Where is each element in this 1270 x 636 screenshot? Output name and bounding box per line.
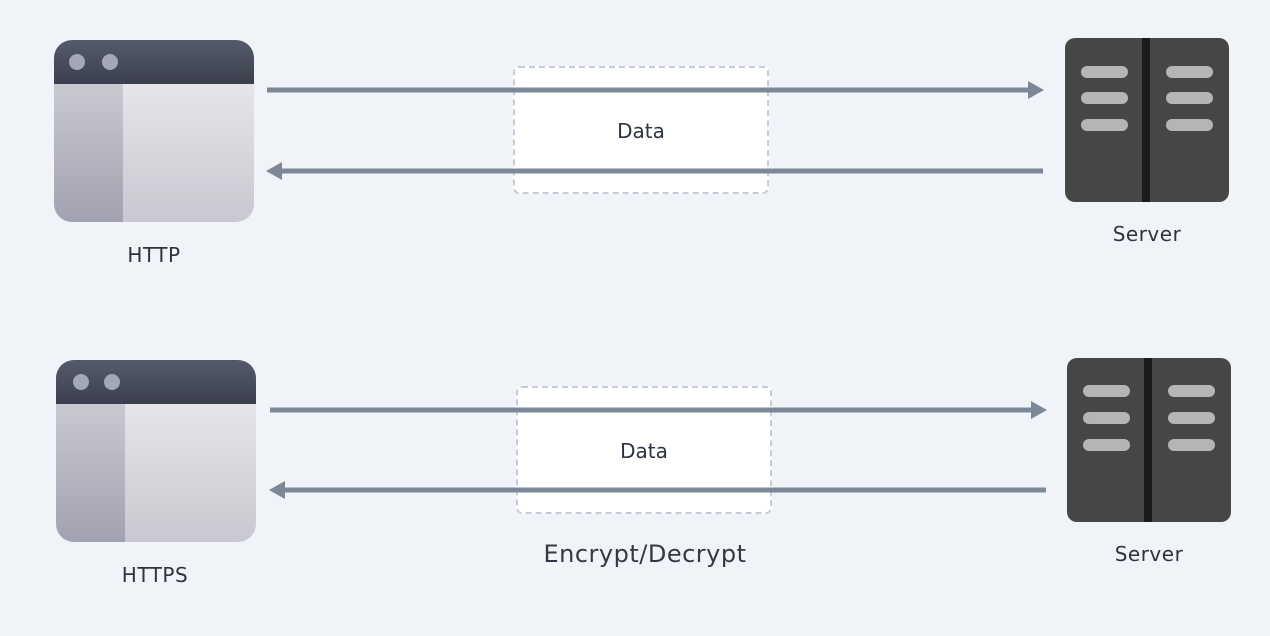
titlebar	[54, 40, 254, 84]
window-dot-icon	[102, 54, 118, 70]
arrow-right-icon	[1028, 81, 1044, 99]
data-packet-box	[516, 386, 772, 514]
server-slot	[1166, 119, 1213, 131]
server-label: Server	[1114, 542, 1184, 566]
browser-sidebar	[56, 404, 125, 542]
client-label: HTTPS	[121, 563, 189, 587]
server-slot	[1081, 66, 1128, 78]
encrypt-decrypt-caption: Encrypt/Decrypt	[543, 540, 747, 568]
browser-window-icon	[54, 40, 254, 222]
server-slot	[1168, 439, 1215, 451]
server-label: Server	[1112, 222, 1182, 246]
arrow-left-icon	[269, 481, 285, 499]
server-slot	[1166, 92, 1213, 104]
http-arrows	[266, 81, 1044, 180]
server-rack-icon	[1067, 358, 1231, 522]
browser-content	[125, 404, 256, 542]
server-divider	[1144, 358, 1152, 522]
browser-window-icon	[56, 360, 256, 542]
server-slot	[1168, 412, 1215, 424]
server-slot	[1083, 412, 1130, 424]
server-slot	[1166, 66, 1213, 78]
arrow-left-icon	[266, 162, 282, 180]
server-divider	[1142, 38, 1150, 202]
window-dot-icon	[73, 374, 89, 390]
data-packet-label: Data	[617, 119, 665, 143]
https-arrows	[269, 401, 1047, 499]
http-flow: Data HTTP Server	[0, 0, 1270, 280]
server-slot	[1081, 119, 1128, 131]
server-slot	[1168, 385, 1215, 397]
browser-content	[123, 84, 254, 222]
titlebar	[56, 360, 256, 404]
server-rack-icon	[1065, 38, 1229, 202]
server-slot	[1083, 385, 1130, 397]
client-label: HTTP	[127, 243, 181, 267]
data-packet-label: Data	[620, 439, 668, 463]
window-dot-icon	[104, 374, 120, 390]
arrow-right-icon	[1031, 401, 1047, 419]
https-flow: Data HTTPS Encrypt/Decrypt Server	[0, 320, 1270, 600]
window-dot-icon	[69, 54, 85, 70]
server-slot	[1081, 92, 1128, 104]
browser-sidebar	[54, 84, 123, 222]
server-slot	[1083, 439, 1130, 451]
